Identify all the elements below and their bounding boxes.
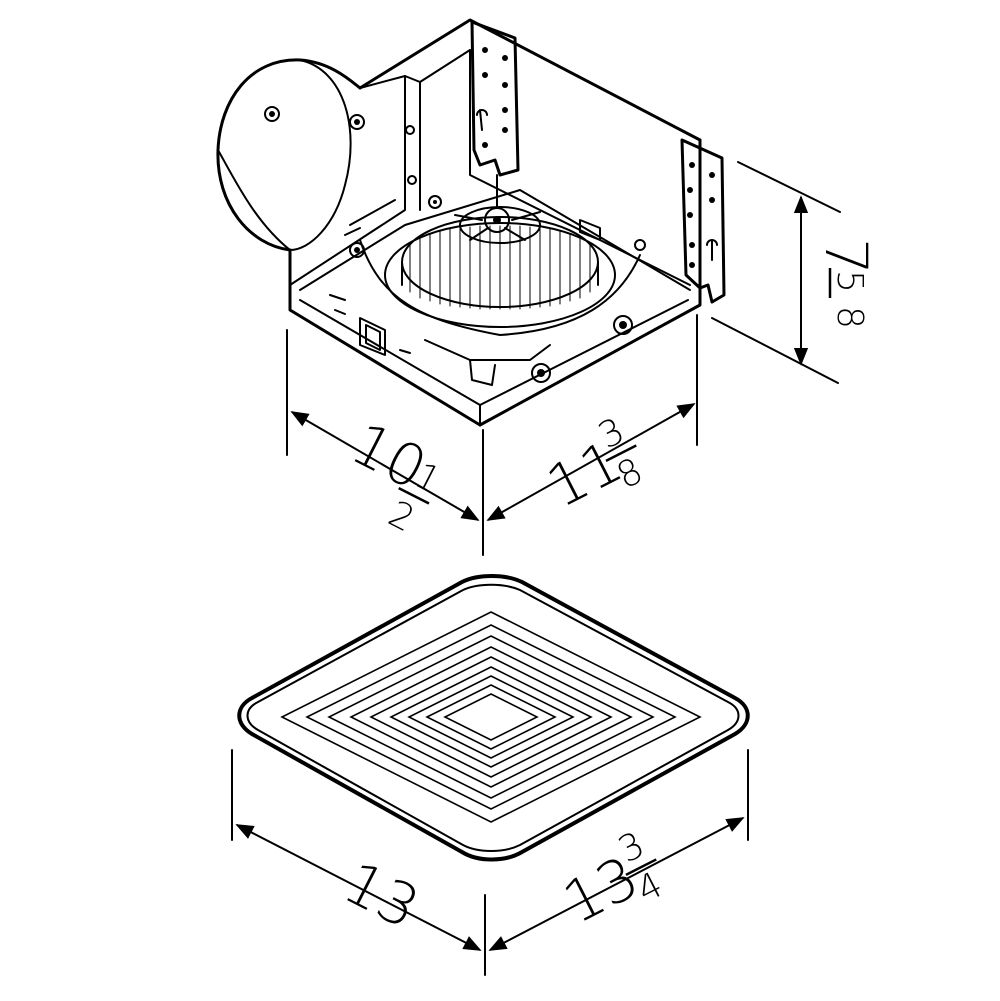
side-wall-holes — [344, 125, 417, 236]
grille-depth-whole: 13 — [333, 848, 430, 942]
housing-height-whole: 7 — [812, 238, 880, 275]
blower-wheel — [384, 174, 616, 328]
motor-plate — [349, 195, 646, 386]
housing-width-dimension-line — [486, 403, 696, 521]
grille-depth-dimension-line — [235, 824, 482, 951]
duct-connector — [216, 58, 365, 301]
grille-dimensions: 13 13 3 4 — [231, 749, 749, 976]
housing-height-denominator: 8 — [829, 306, 870, 329]
housing-width-label: 11 3 8 — [536, 410, 649, 521]
mounting-bracket-left — [470, 20, 520, 177]
mounting-bracket-right — [680, 138, 726, 304]
housing-depth-denominator: 2 — [382, 493, 421, 540]
grille-depth-label: 13 — [333, 848, 430, 942]
electrical-connector — [329, 219, 601, 356]
housing-depth-dimension-line — [290, 411, 480, 521]
fan-housing-drawing — [216, 18, 726, 427]
grille-width-dimension-line — [488, 817, 745, 951]
grille-louvers — [280, 611, 702, 823]
housing-height-label: 7 5 8 — [812, 238, 880, 329]
grille-outline — [237, 574, 750, 862]
grille-width-label: 13 3 4 — [553, 824, 670, 937]
grille-drawing — [237, 574, 750, 862]
housing-depth-label: 10 1 2 — [341, 409, 447, 540]
housing-height-numerator: 5 — [829, 270, 870, 293]
